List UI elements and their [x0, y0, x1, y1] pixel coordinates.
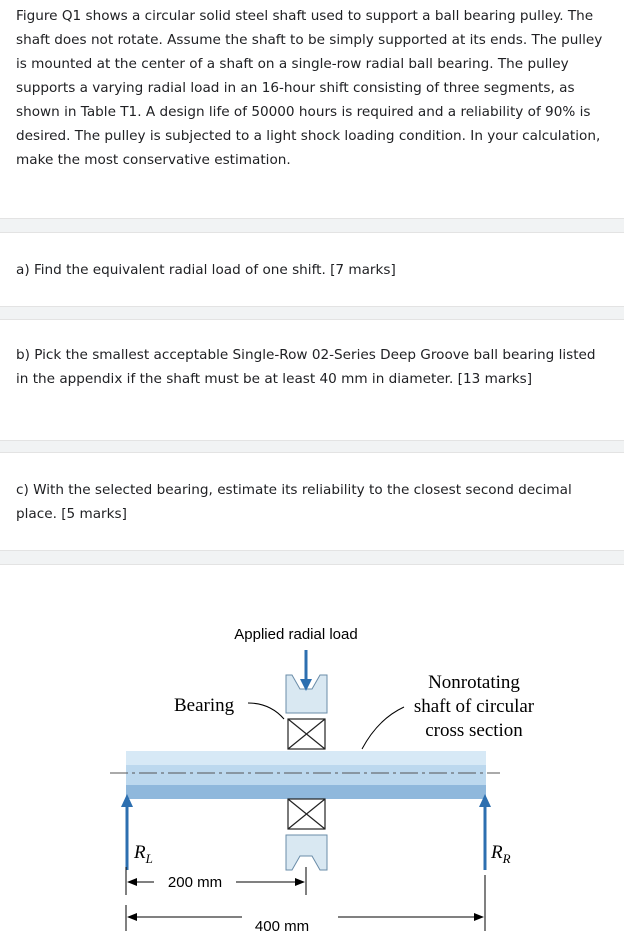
section-divider [0, 218, 624, 233]
figure-q1: Applied radial load [0, 565, 624, 935]
section-divider [0, 550, 624, 565]
left-reaction-main: R [133, 842, 146, 863]
question-c-text: c) With the selected bearing, estimate i… [16, 482, 572, 522]
shaft-diagram: Applied radial load [110, 626, 535, 935]
question-b-text: b) Pick the smallest acceptable Single-R… [16, 347, 596, 387]
question-a-card: a) Find the equivalent radial load of on… [0, 233, 624, 306]
right-reaction-arrow [479, 794, 491, 870]
section-divider [0, 306, 624, 320]
dimension-400 [125, 875, 486, 931]
question-b-card: b) Pick the smallest acceptable Single-R… [0, 320, 624, 440]
shaft-label-line1: Nonrotating [428, 672, 520, 693]
pulley-bottom [285, 834, 328, 871]
question-a-text: a) Find the equivalent radial load of on… [16, 262, 396, 278]
pulley-top [285, 674, 328, 714]
section-divider [0, 440, 624, 453]
right-reaction-sub: R [502, 851, 511, 866]
bearing-leader-line [247, 702, 285, 720]
shaft-label-line3: cross section [425, 720, 523, 741]
shaft-label-line2: shaft of circular [414, 696, 535, 717]
shaft-leader-line [361, 706, 405, 750]
applied-load-arrow [300, 650, 312, 691]
left-reaction-label: RL [133, 842, 153, 866]
bearing-top-box [287, 718, 326, 750]
dimension-200-label: 200 mm [168, 874, 222, 891]
problem-intro-text: Figure Q1 shows a circular solid steel s… [16, 8, 603, 168]
left-reaction-sub: L [145, 851, 153, 866]
question-c-card: c) With the selected bearing, estimate i… [0, 453, 624, 550]
left-reaction-arrow [121, 794, 133, 870]
right-reaction-main: R [490, 842, 503, 863]
bearing-bottom-box [287, 798, 326, 830]
bearing-label: Bearing [174, 695, 235, 716]
dimension-400-label: 400 mm [255, 918, 309, 935]
shaft [110, 751, 500, 799]
right-reaction-label: RR [490, 842, 511, 866]
applied-load-label: Applied radial load [234, 626, 357, 643]
problem-intro-card: Figure Q1 shows a circular solid steel s… [0, 0, 624, 218]
dimension-200 [125, 867, 307, 895]
